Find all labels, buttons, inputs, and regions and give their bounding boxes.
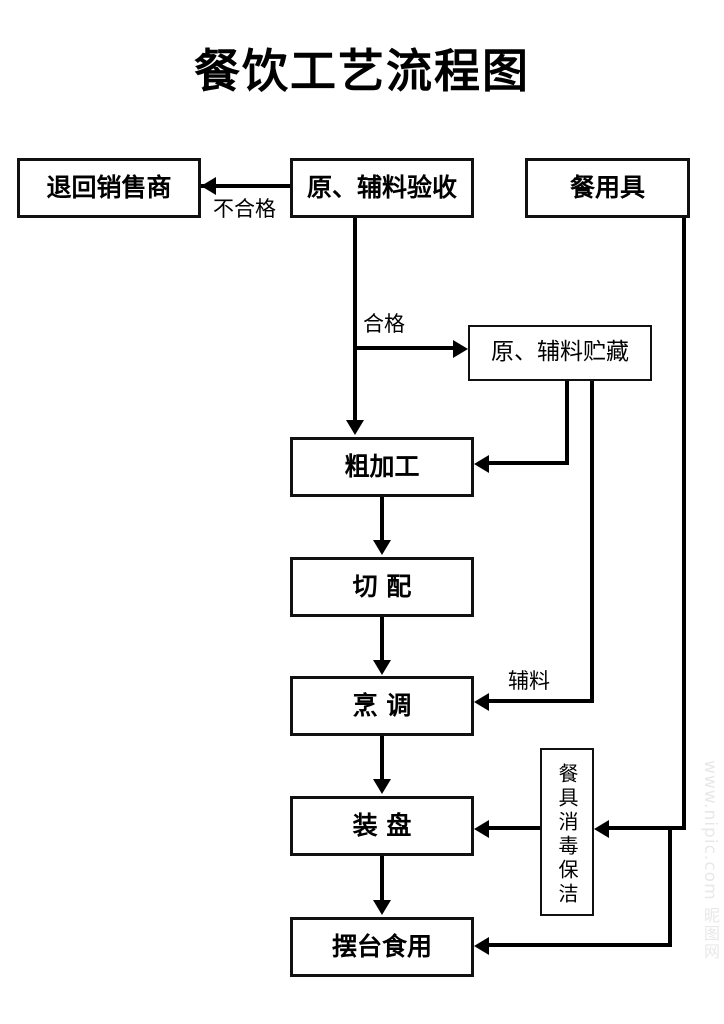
edge-sanitizing-to-plating-arrowhead	[474, 820, 489, 838]
edge-tableware-to-serving-vline	[668, 826, 672, 947]
edge-plating-to-serving-arrowhead	[373, 900, 391, 915]
edge-tableware-to-serving-arrowhead	[474, 937, 489, 955]
node-cutting-preparation[interactable]: 切 配	[290, 557, 474, 617]
node-cooking[interactable]: 烹 调	[290, 676, 474, 736]
edge-cooking-to-plating-line	[380, 736, 384, 780]
watermark-brand: 昵图网	[701, 907, 720, 962]
edge-tableware-to-serving-hline	[489, 943, 672, 947]
edge-sanitizing-to-plating-line	[489, 826, 540, 830]
node-material-storage[interactable]: 原、辅料贮藏	[468, 325, 652, 381]
edge-plating-to-serving-line	[380, 856, 384, 901]
node-rough-processing[interactable]: 粗加工	[290, 437, 474, 497]
edge-cutting-to-cooking-arrowhead	[373, 660, 391, 675]
edge-rough-to-cutting-arrowhead	[373, 540, 391, 555]
edge-label-unqualified: 不合格	[213, 197, 276, 221]
watermark: www.nipic.com 昵图网	[676, 760, 722, 961]
edge-storage-to-cooking-arrowhead	[474, 693, 489, 711]
node-table-serving[interactable]: 摆台食用	[290, 917, 474, 977]
edge-label-auxiliary-material: 辅料	[508, 669, 550, 693]
edge-storage-to-cooking-hline	[489, 699, 594, 703]
edge-acceptance-to-storage-arrowhead	[453, 340, 468, 358]
node-tableware-sanitizing[interactable]: 餐具消毒保洁	[540, 748, 594, 916]
edge-rough-to-cutting-line	[380, 497, 384, 541]
node-material-acceptance[interactable]: 原、辅料验收	[290, 158, 474, 218]
edge-tableware-to-sanitizing-arrowhead	[594, 820, 609, 838]
node-tableware[interactable]: 餐用具	[525, 158, 690, 218]
edge-label-qualified: 合格	[363, 312, 405, 336]
edge-storage-to-rough-arrowhead	[474, 455, 489, 473]
page-title: 餐饮工艺流程图	[194, 44, 530, 98]
edge-acceptance-to-return-line	[201, 184, 290, 188]
edge-storage-to-cooking-vline	[590, 381, 594, 703]
edge-tableware-vline	[682, 218, 686, 830]
edge-acceptance-to-return-arrowhead	[201, 177, 216, 195]
edge-storage-to-rough-vline	[565, 381, 569, 465]
edge-acceptance-to-rough-arrowhead	[346, 420, 364, 435]
node-return-to-seller[interactable]: 退回销售商	[17, 158, 201, 218]
watermark-url: www.nipic.com	[700, 760, 720, 901]
edge-storage-to-rough-hline	[489, 461, 569, 465]
edge-cutting-to-cooking-line	[380, 617, 384, 661]
edge-tableware-to-sanitizing-hline	[609, 826, 686, 830]
edge-acceptance-to-rough-line	[353, 218, 357, 422]
node-plating[interactable]: 装 盘	[290, 796, 474, 856]
edge-acceptance-to-storage-line	[357, 346, 455, 350]
edge-cooking-to-plating-arrowhead	[373, 779, 391, 794]
